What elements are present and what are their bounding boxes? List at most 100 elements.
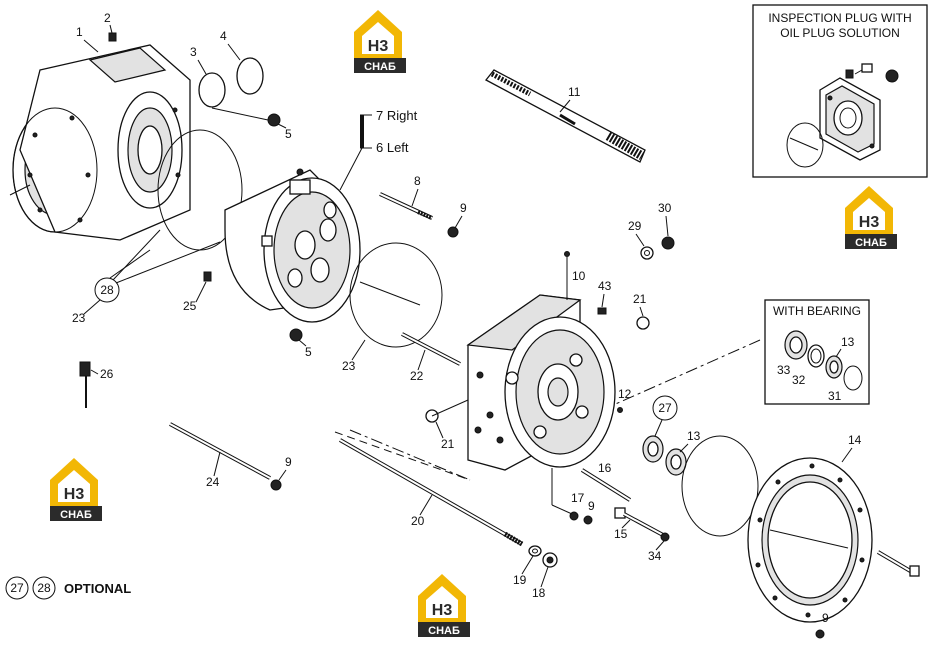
callout-28-circle	[94, 277, 120, 303]
side-bracket-mark	[360, 115, 364, 148]
callout-32: 32	[792, 373, 806, 387]
motor-housing-part-6-7	[224, 168, 361, 323]
callout-28: 28	[100, 283, 114, 297]
optional-label: OPTIONAL	[64, 581, 131, 596]
watermark-mark: H3	[368, 38, 389, 55]
inspection-plug-inset: INSPECTION PLUG WITH OIL PLUG SOLUTION	[752, 4, 928, 178]
callout-4: 4	[220, 29, 227, 43]
callout-20: 20	[411, 514, 425, 528]
ring-part-3	[198, 72, 226, 108]
bearing-inset-title: WITH BEARING	[773, 304, 861, 318]
inspection-cover-plate	[819, 77, 881, 161]
callout-10: 10	[572, 269, 586, 283]
watermark-text: СНАБ	[60, 509, 92, 521]
callout-12: 12	[618, 387, 632, 401]
watermark-text: СНАБ	[364, 61, 396, 73]
plug-part-12	[617, 407, 623, 413]
callout-29: 29	[628, 219, 642, 233]
nut-part-9-center	[583, 515, 593, 525]
plug-part-10	[564, 251, 570, 257]
large-oring	[681, 435, 759, 537]
washer-part-19	[528, 545, 542, 557]
callout-31: 31	[828, 389, 842, 403]
bolt-part-16	[580, 468, 632, 502]
watermark-mark: H3	[64, 486, 85, 503]
callout-9-left: 9	[285, 455, 292, 469]
plug-part-25	[203, 271, 212, 282]
callout-14: 14	[848, 433, 862, 447]
oring-part-23-middle	[349, 242, 443, 348]
nut-part-9-left	[270, 479, 282, 491]
watermark-logo-2: H3 СНАБ	[845, 186, 897, 249]
callout-25: 25	[183, 299, 197, 313]
callout-11: 11	[568, 85, 581, 99]
watermark-text: СНАБ	[855, 237, 887, 249]
ring-hub-part-14	[747, 457, 873, 623]
callout-21-upper: 21	[633, 292, 647, 306]
watermark-text: СНАБ	[428, 625, 460, 637]
bearing-ring-32	[807, 344, 825, 368]
callout-33: 33	[777, 363, 791, 377]
callout-27-circle	[652, 395, 678, 421]
bolt-part-15	[614, 507, 664, 537]
callout-18: 18	[532, 586, 546, 600]
assembly-centerline	[601, 339, 761, 411]
callout-30: 30	[658, 201, 672, 215]
optional-note: 27 28 OPTIONAL	[5, 576, 131, 600]
circlip-part-4	[236, 57, 264, 95]
gear-housing-part-10	[466, 294, 616, 471]
watermark-mark: H3	[432, 602, 453, 619]
label-7-right: 7 Right	[376, 108, 418, 123]
callout-21-lower: 21	[441, 437, 455, 451]
washer-part-29	[640, 246, 654, 260]
inspection-oring	[786, 122, 824, 168]
watermark-logo-1: H3 СНАБ	[354, 10, 406, 73]
callout-34: 34	[648, 549, 662, 563]
nut-part-34	[660, 532, 670, 542]
inspection-plug-bolts	[845, 63, 899, 83]
callout-9-hub: 9	[822, 611, 829, 625]
main-housing-part-1	[9, 44, 191, 241]
callout-5-lower: 5	[305, 345, 312, 359]
stud-part-22	[401, 332, 461, 366]
callout-13-inset: 13	[841, 335, 855, 349]
watermark-logo-3: H3 СНАБ	[50, 458, 102, 521]
optional-callout-27: 27	[10, 581, 24, 595]
callout-19: 19	[513, 573, 527, 587]
label-6-left: 6 Left	[376, 140, 409, 155]
stud-part-24	[169, 422, 271, 480]
callout-3: 3	[190, 45, 197, 59]
callout-22: 22	[410, 369, 424, 383]
callout-26: 26	[100, 367, 114, 381]
stud-part-8	[379, 192, 433, 220]
watermark-logo-4: H3 СНАБ	[418, 574, 470, 637]
callout-9-upper: 9	[460, 201, 467, 215]
watermark-mark: H3	[859, 214, 880, 231]
callout-8: 8	[414, 174, 421, 188]
callout-17: 17	[571, 491, 585, 505]
plug-part-5-lower	[289, 328, 303, 342]
callout-43: 43	[598, 279, 612, 293]
optional-callout-28: 28	[37, 581, 51, 595]
bearing-oring-31	[843, 365, 863, 391]
callout-13-main: 13	[687, 429, 701, 443]
drive-shaft-part-11	[485, 69, 646, 163]
callout-16: 16	[598, 461, 612, 475]
callout-1: 1	[76, 25, 83, 39]
callout-5-upper: 5	[285, 127, 292, 141]
plug-part-21-upper	[636, 316, 650, 330]
long-stud-part-20	[339, 438, 524, 547]
callout-2: 2	[104, 11, 111, 25]
callout-27: 27	[658, 401, 672, 415]
dipstick-part-26	[79, 361, 91, 408]
callout-23-left: 23	[72, 311, 86, 325]
callout-9-center: 9	[588, 499, 595, 513]
callout-23-middle: 23	[342, 359, 356, 373]
bearing-inset: WITH BEARING 33 32 13 31	[764, 299, 870, 405]
plug-part-43	[597, 307, 607, 315]
inspection-inset-title-2: OIL PLUG SOLUTION	[780, 26, 900, 40]
callout-24: 24	[206, 475, 220, 489]
callout-15: 15	[614, 527, 628, 541]
